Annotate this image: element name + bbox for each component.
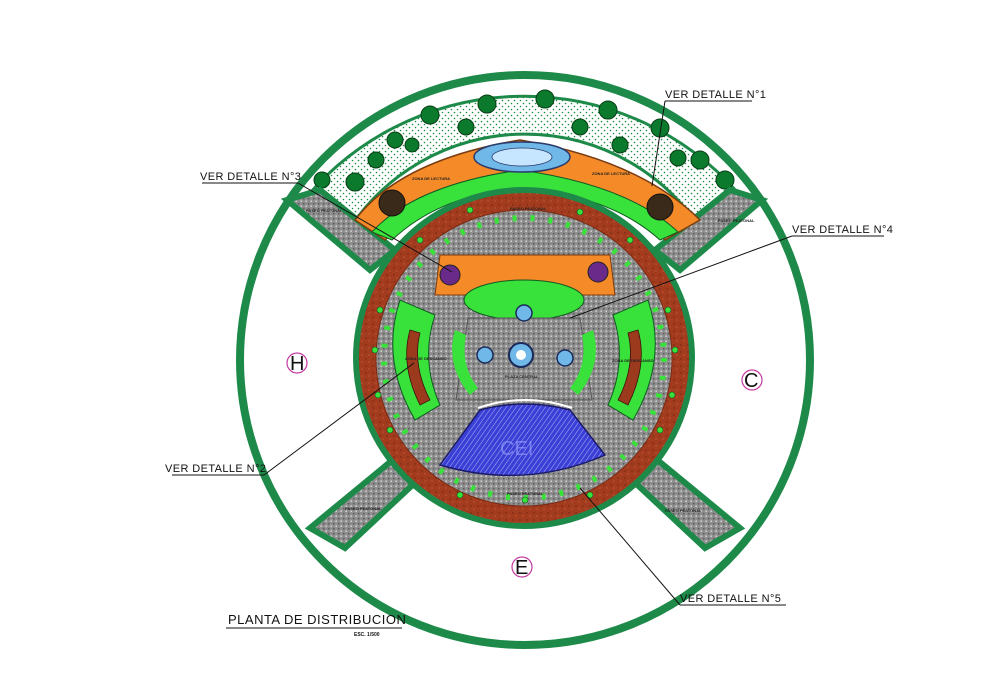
north-trees [313,89,735,192]
label-descanso-right: ZONA DE DESCANSO [612,358,654,363]
zone-e-marker: E [511,556,533,579]
plan-title: PLANTA DE DISTRIBUCION [228,612,406,627]
reading-terrace [353,139,702,241]
zone-h-label: H [290,353,304,375]
label-paseo-bottom: PASEO PEATONAL [507,491,544,496]
label-descanso-left: ZONA DE DESCANSO [405,356,447,361]
zone-c-label: C [744,370,758,392]
label-lectura-right: ZONA DE LECTURA [592,171,630,176]
callout-detalle-3: VER DETALLE N°3 [200,171,301,183]
leader-lines [172,100,884,606]
ring-shrubs [371,206,679,504]
label-plaza: PLAZA CENTRAL [505,374,539,379]
label-paseo-top: PASEO PEATONAL [510,206,547,211]
area-labels: PASEO PEATONAL PASEO PEATONAL PASEO PEAT… [306,171,755,513]
callout-detalle-2: VER DETALLE N°2 [165,463,266,475]
north-garden-band [297,89,751,230]
callout-detalle-4: VER DETALLE N°4 [792,224,893,236]
label-paseo-se: PASEO PEATONAL [665,508,702,513]
plan-scale: ESC. 1/500 [354,632,380,638]
title-block: PLANTA DE DISTRIBUCION ESC. 1/500 [226,612,406,638]
inner-garden [392,254,656,421]
zone-e-label: E [515,557,528,579]
callouts: VER DETALLE N°1 VER DETALLE N°3 VER DETA… [165,89,893,605]
label-cei: CEI [500,438,533,460]
zone-c-marker: C [741,369,763,392]
label-paseo-ne: PASEO PEATONAL [718,218,755,223]
zone-h-marker: H [286,352,308,375]
callout-detalle-5: VER DETALLE N°5 [680,593,781,605]
label-paseo-sw: PASEO PEATONAL [345,506,382,511]
callout-detalle-1: VER DETALLE N°1 [665,89,766,101]
amphitheater [438,399,607,477]
label-paseo-nw: PASEO PEATONAL [306,208,343,213]
label-lectura-left: ZONA DE LECTURA [412,176,450,181]
